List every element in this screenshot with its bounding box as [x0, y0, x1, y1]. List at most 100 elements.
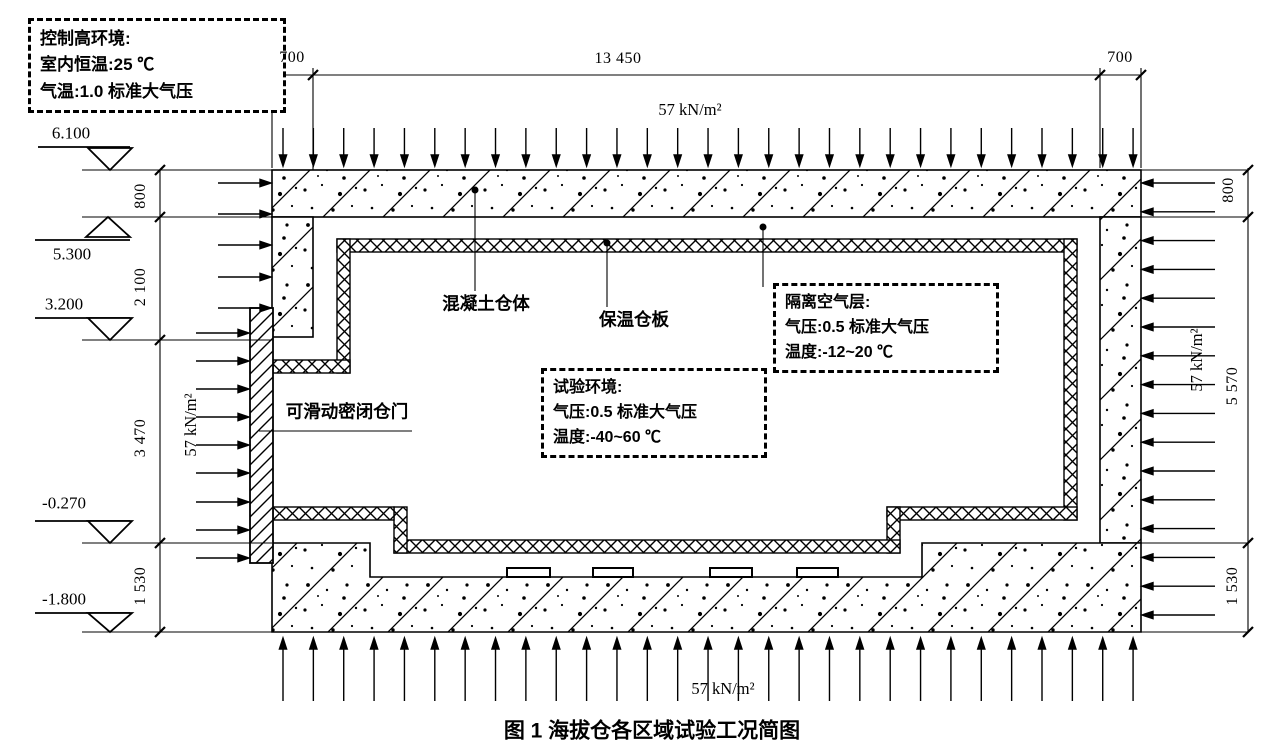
pressure-arrow	[1139, 264, 1215, 274]
control-env-line: 室内恒温:25 ℃	[40, 55, 155, 75]
pressure-arrow	[399, 128, 410, 169]
pressure-arrow	[490, 635, 501, 701]
dim-left-3470: 3 470	[132, 418, 150, 458]
pressure-arrow	[196, 412, 252, 422]
pressure-arrow	[885, 128, 895, 169]
elevation-3200: 3.200	[44, 294, 84, 314]
dim-left-2100: 2 100	[132, 267, 150, 307]
pressure-arrow	[196, 553, 252, 563]
insulation-right-wall	[1063, 238, 1078, 521]
elevation-5300: 5.300	[52, 244, 92, 264]
pressure-arrow	[339, 635, 349, 701]
pressure-arrow	[369, 128, 379, 169]
dim-left-800: 800	[132, 183, 150, 209]
pressure-arrow	[1139, 293, 1215, 303]
pressure-arrow	[764, 635, 774, 701]
pressure-arrow	[1139, 236, 1215, 246]
pressure-arrow	[1128, 128, 1138, 169]
load-right: 57 kN/m²	[1186, 328, 1206, 392]
concrete-structure	[271, 169, 1142, 633]
pressure-arrow	[1139, 495, 1215, 505]
pressure-arrow	[1139, 466, 1215, 476]
elevation-symbols	[35, 146, 135, 634]
pressure-arrow	[1037, 128, 1047, 169]
pressure-arrow	[1139, 408, 1215, 418]
pressure-arrow	[308, 128, 318, 169]
pressure-arrow	[673, 635, 683, 701]
control-env-line: 控制高环境:	[40, 29, 131, 48]
pressure-arrow	[196, 497, 252, 507]
support-pad	[506, 567, 551, 578]
label-concrete-body: 混凝土仓体	[442, 293, 530, 314]
dim-right-5570: 5 570	[1224, 366, 1242, 406]
dim-left-1530: 1 530	[132, 566, 150, 606]
pressure-arrow	[612, 128, 622, 169]
insulation-liner	[272, 238, 1078, 554]
concrete-right-wall	[1099, 216, 1142, 544]
sliding-door	[249, 307, 274, 564]
load-bottom: 57 kN/m²	[691, 678, 755, 698]
dim-right-1530: 1 530	[1224, 566, 1242, 606]
pressure-arrow	[855, 128, 865, 169]
pressure-arrow	[399, 635, 410, 701]
concrete-left-wall	[271, 216, 314, 338]
pressure-arrows	[196, 128, 1215, 701]
pressure-arrow	[582, 128, 592, 169]
pressure-arrow	[764, 128, 774, 169]
pressure-arrow	[490, 128, 501, 169]
control-environment-box: 控制高环境: 室内恒温:25 ℃ 气温:1.0 标准大气压	[28, 18, 286, 114]
pressure-arrow	[1139, 610, 1215, 620]
elevation-6100: 6.100	[51, 123, 91, 143]
concrete-ceiling	[271, 169, 1142, 218]
pressure-arrow	[794, 128, 804, 169]
pressure-arrow	[733, 635, 743, 701]
support-pad	[796, 567, 839, 578]
dim-right-800: 800	[1220, 177, 1238, 203]
pressure-arrow	[460, 128, 470, 169]
pressure-arrow	[218, 303, 274, 313]
pressure-arrow	[915, 635, 926, 701]
pressure-arrow	[196, 384, 252, 394]
pressure-arrow	[642, 128, 652, 169]
pressure-arrow	[369, 635, 379, 701]
pressure-arrow	[1007, 635, 1017, 701]
pressure-arrow	[1139, 351, 1215, 361]
dimension-lines	[82, 68, 1249, 633]
pressure-arrow	[1098, 128, 1108, 169]
pressure-arrow	[196, 328, 252, 338]
dim-top-right: 700	[1107, 49, 1133, 67]
pressure-arrow	[1139, 178, 1215, 188]
pressure-arrow	[1007, 128, 1017, 169]
test-env-line: 气压:0.5 标准大气压	[553, 403, 698, 421]
pressure-arrow	[218, 209, 274, 219]
insulation-left-step	[272, 359, 351, 374]
pressure-arrow	[703, 128, 713, 169]
pressure-arrow	[551, 635, 561, 701]
test-environment-box: 试验环境: 气压:0.5 标准大气压 温度:-40~60 ℃	[541, 368, 767, 459]
elevation-mark-6100	[85, 147, 135, 172]
label-insulation-panel: 保温仓板	[599, 309, 669, 330]
pressure-arrow	[733, 128, 743, 169]
pressure-arrow	[1067, 635, 1077, 701]
pressure-arrow	[1098, 635, 1108, 701]
dim-top-span: 13 450	[594, 50, 642, 68]
pressure-arrow	[218, 178, 274, 188]
pressure-arrow	[1067, 128, 1077, 169]
pressure-arrow	[1139, 524, 1215, 534]
pressure-arrow	[946, 635, 956, 701]
leader-dot-airgap	[759, 223, 767, 231]
insulation-left-wall	[336, 238, 351, 374]
pressure-arrow	[1139, 207, 1215, 217]
test-env-line: 试验环境:	[553, 379, 623, 396]
support-pad	[709, 567, 753, 578]
pressure-arrow	[218, 272, 274, 282]
pressure-arrow	[551, 128, 561, 169]
pressure-arrow	[824, 635, 835, 701]
pressure-arrow	[1139, 581, 1215, 591]
pressure-arrow	[430, 635, 440, 701]
pressure-arrow	[218, 240, 274, 250]
figure-title: 图 1 海拔仓各区域试验工况简图	[503, 719, 801, 743]
pressure-arrow	[521, 128, 531, 169]
pressure-arrow	[308, 635, 318, 701]
